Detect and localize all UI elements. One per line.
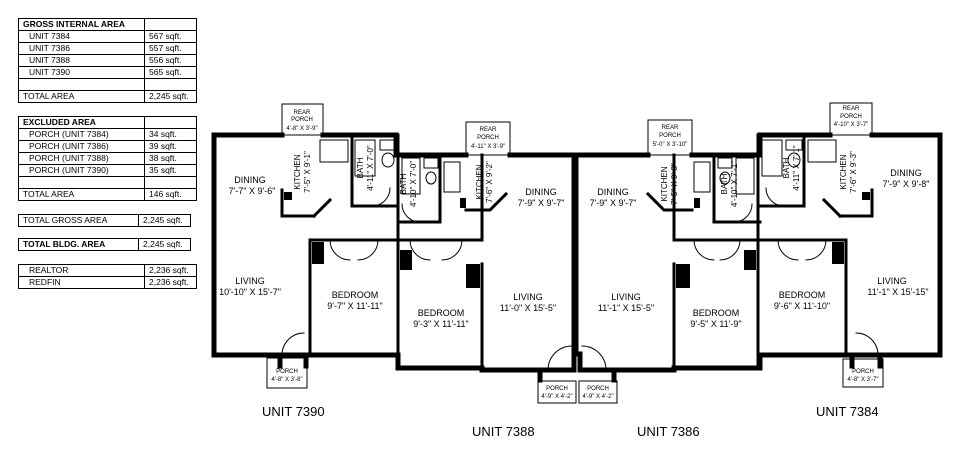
door-swings xyxy=(281,187,879,371)
unit-title-7386: UNIT 7386 xyxy=(637,424,700,439)
room-label-kitchen: KITCHEN7'-5" X 9'-3" xyxy=(660,163,679,205)
room-label-bath: BATH4'-10" X 7'-0" xyxy=(399,161,418,207)
room-label-bath: BATH4'-11" X 7'-0" xyxy=(356,145,375,191)
table-total-label: TOTAL AREA xyxy=(18,188,145,201)
total-bldg-label: TOTAL BLDG. AREA xyxy=(18,238,139,251)
unit-title-7388: UNIT 7388 xyxy=(472,424,535,439)
unit-title-7384: UNIT 7384 xyxy=(816,404,879,419)
fixtures xyxy=(319,139,837,195)
room-label-kitchen: KITCHEN7'-6" X 9'-3" xyxy=(839,151,858,193)
table-total-value: 2,245 sqft. xyxy=(144,90,197,103)
rear-porch-outlines xyxy=(266,102,884,404)
total-gross-value: 2,245 sqft. xyxy=(138,214,191,227)
excluded-area-table: EXCLUDED AREA PORCH (UNIT 7384)34 sqft. … xyxy=(18,116,197,201)
mechanical-chases xyxy=(284,192,870,288)
total-bldg-value: 2,245 sqft. xyxy=(138,238,191,251)
room-label-kitchen: KITCHEN7'-6" X 9'-2" xyxy=(475,161,494,203)
room-label-bath: BATH4'-10" X 7'-1" xyxy=(720,161,739,207)
windows xyxy=(211,132,943,373)
room-label-bath: BATH4'-11" X 7'-1" xyxy=(782,145,801,191)
source-value: 2,236 sqft. xyxy=(144,276,197,289)
interior-walls xyxy=(280,133,874,372)
room-label-kitchen: KITCHEN7'-5" X 9'-1" xyxy=(293,151,312,193)
table-total-value: 146 sqft. xyxy=(144,188,197,201)
unit-title-7390: UNIT 7390 xyxy=(262,404,325,419)
